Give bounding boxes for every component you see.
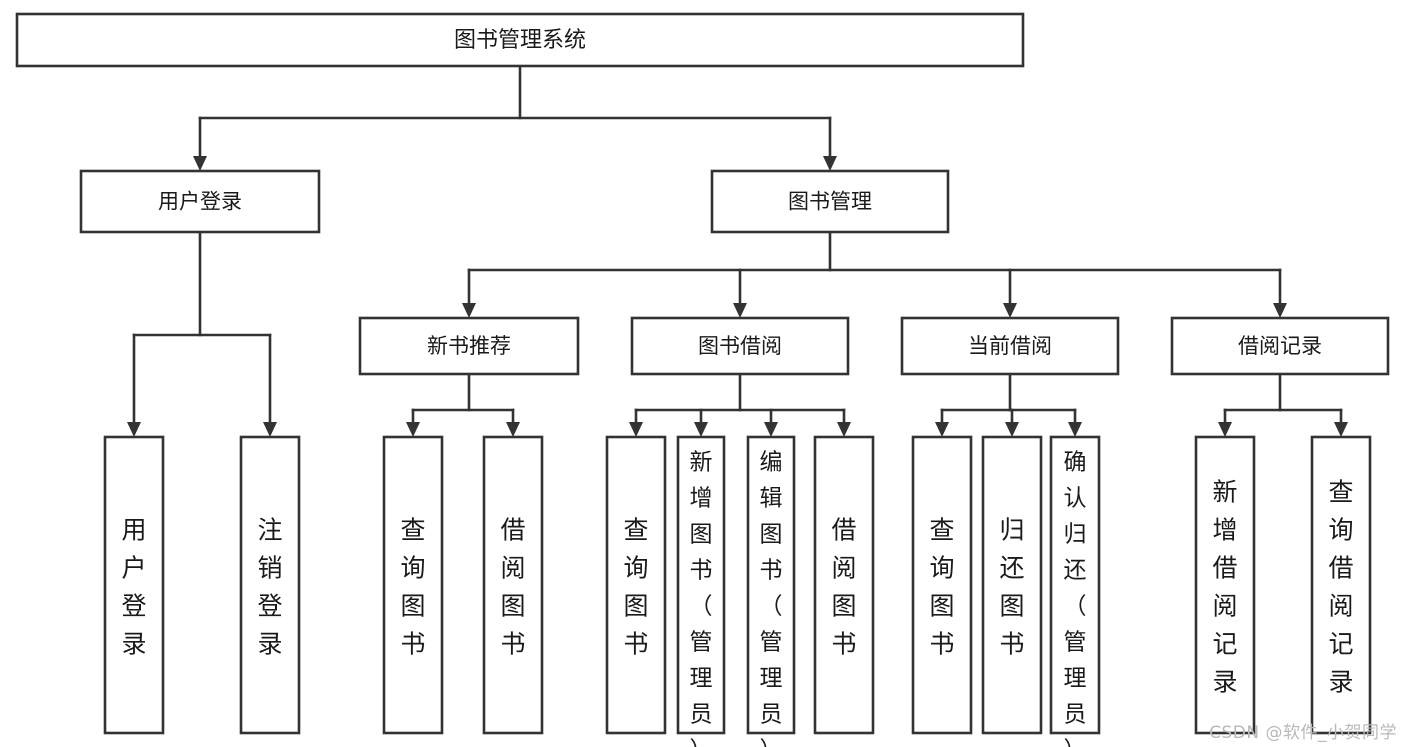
node-label-vertical: 用户登录 bbox=[121, 516, 146, 659]
node-rect bbox=[15, 12, 1025, 68]
node-label-vertical: 查询图书 bbox=[400, 516, 425, 659]
node-layer: 图书管理系统用户登录图书管理用户登录注销登录新书推荐图书借阅当前借阅借阅记录查询… bbox=[15, 12, 1390, 747]
tree-node-box[interactable]: 查询图书 bbox=[382, 435, 444, 735]
node-label: 图书管理 bbox=[788, 190, 872, 214]
tree-node-box[interactable]: 新增图书（管理员） bbox=[676, 435, 726, 747]
node-rect bbox=[746, 435, 796, 735]
node-label: 图书借阅 bbox=[698, 334, 782, 358]
connector-arrowhead bbox=[733, 303, 747, 318]
node-rect bbox=[1310, 435, 1372, 735]
node-rect bbox=[358, 316, 580, 376]
tree-node-box[interactable]: 用户登录 bbox=[79, 169, 321, 234]
node-label: 新书推荐 bbox=[427, 334, 511, 358]
connector-arrowhead bbox=[764, 422, 778, 437]
node-label: 当前借阅 bbox=[968, 334, 1052, 358]
connector-arrowhead bbox=[263, 422, 277, 437]
node-rect bbox=[911, 435, 973, 735]
node-label-vertical: 编辑图书（管理员） bbox=[760, 449, 783, 747]
connector-arrowhead bbox=[127, 422, 141, 437]
node-label: 用户登录 bbox=[158, 190, 242, 214]
tree-node-box[interactable]: 当前借阅 bbox=[900, 316, 1120, 376]
tree-node-box[interactable]: 查询借阅记录 bbox=[1310, 435, 1372, 735]
connector-arrowhead bbox=[462, 303, 476, 318]
node-label-vertical: 借阅图书 bbox=[831, 516, 856, 659]
connector-arrowhead bbox=[823, 156, 837, 171]
node-rect bbox=[382, 435, 444, 735]
connector-arrowhead bbox=[193, 156, 207, 171]
connector-arrowhead bbox=[506, 422, 520, 437]
node-label: 图书管理系统 bbox=[454, 28, 586, 53]
node-rect bbox=[239, 435, 301, 735]
connector-arrowhead bbox=[1273, 303, 1287, 318]
node-rect bbox=[103, 435, 165, 735]
tree-node-box[interactable]: 归还图书 bbox=[981, 435, 1043, 735]
tree-node-box[interactable]: 新书推荐 bbox=[358, 316, 580, 376]
connector-arrowhead bbox=[837, 422, 851, 437]
node-label-vertical: 借阅图书 bbox=[500, 516, 525, 659]
tree-node-box[interactable]: 查询图书 bbox=[605, 435, 667, 735]
tree-node-box[interactable]: 确认归还（管理员） bbox=[1049, 435, 1101, 747]
node-label-vertical: 查询图书 bbox=[929, 516, 954, 659]
tree-node-box[interactable]: 图书管理系统 bbox=[15, 12, 1025, 68]
node-rect bbox=[630, 316, 850, 376]
node-rect bbox=[676, 435, 726, 735]
tree-node-box[interactable]: 图书借阅 bbox=[630, 316, 850, 376]
node-rect bbox=[900, 316, 1120, 376]
tree-node-box[interactable]: 注销登录 bbox=[239, 435, 301, 735]
node-label-vertical: 查询借阅记录 bbox=[1328, 478, 1353, 697]
connector-arrowhead bbox=[406, 422, 420, 437]
node-rect bbox=[1170, 316, 1390, 376]
tree-node-box[interactable]: 新增借阅记录 bbox=[1194, 435, 1256, 735]
node-label-vertical: 新增借阅记录 bbox=[1212, 478, 1237, 697]
tree-node-box[interactable]: 用户登录 bbox=[103, 435, 165, 735]
connector-arrowhead bbox=[1068, 422, 1082, 437]
node-rect bbox=[605, 435, 667, 735]
tree-node-box[interactable]: 编辑图书（管理员） bbox=[746, 435, 796, 747]
connector-arrowhead bbox=[935, 422, 949, 437]
connector-arrowhead bbox=[629, 422, 643, 437]
tree-node-box[interactable]: 图书管理 bbox=[710, 169, 950, 234]
node-rect bbox=[482, 435, 544, 735]
tree-node-box[interactable]: 借阅图书 bbox=[813, 435, 875, 735]
connector-layer bbox=[127, 64, 1348, 437]
node-label-vertical: 确认归还（管理员） bbox=[1064, 449, 1087, 747]
node-rect bbox=[1049, 435, 1101, 735]
node-label: 借阅记录 bbox=[1238, 334, 1322, 358]
connector-arrowhead bbox=[1334, 422, 1348, 437]
node-rect bbox=[79, 169, 321, 234]
connector-arrowhead bbox=[1005, 422, 1019, 437]
node-label-vertical: 查询图书 bbox=[623, 516, 648, 659]
tree-node-box[interactable]: 借阅图书 bbox=[482, 435, 544, 735]
tree-node-box[interactable]: 借阅记录 bbox=[1170, 316, 1390, 376]
node-rect bbox=[710, 169, 950, 234]
node-label-vertical: 归还图书 bbox=[999, 516, 1024, 659]
connector-arrowhead bbox=[1003, 303, 1017, 318]
node-rect bbox=[1194, 435, 1256, 735]
connector-arrowhead bbox=[1218, 422, 1232, 437]
node-label-vertical: 新增图书（管理员） bbox=[690, 449, 713, 747]
connector-arrowhead bbox=[694, 422, 708, 437]
node-label-vertical: 注销登录 bbox=[257, 516, 282, 659]
node-rect bbox=[813, 435, 875, 735]
node-rect bbox=[981, 435, 1043, 735]
tree-node-box[interactable]: 查询图书 bbox=[911, 435, 973, 735]
